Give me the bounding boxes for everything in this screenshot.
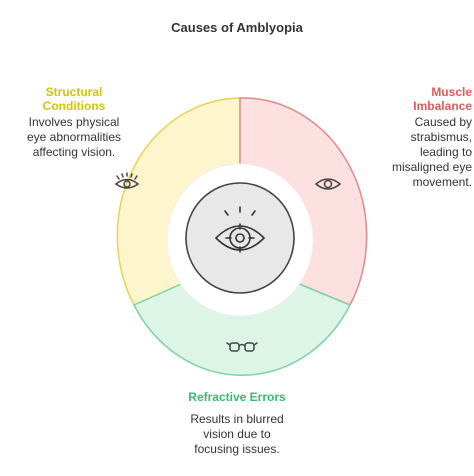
muscle-desc-line: leading to <box>419 145 472 159</box>
diagram-title: Causes of Amblyopia <box>171 20 303 35</box>
structural-desc-line: Involves physical <box>28 115 120 129</box>
refractive-desc-line: Results in blurred <box>190 412 284 426</box>
eye-icon <box>314 178 342 190</box>
refractive-description: Results in blurred vision due to focusin… <box>150 412 324 457</box>
muscle-description: Caused by strabismus, leading to misalig… <box>352 115 472 190</box>
muscle-heading-line1: Muscle <box>431 85 472 99</box>
structural-conditions-block: Structural Conditions Involves physical … <box>6 85 142 160</box>
structural-description: Involves physical eye abnormalities affe… <box>6 115 142 160</box>
muscle-heading-line2: Imbalance <box>413 99 472 113</box>
refractive-errors-block: Refractive Errors Results in blurred vis… <box>150 390 324 457</box>
muscle-desc-line: strabismus, <box>410 130 472 144</box>
structural-heading-line1: Structural <box>45 85 103 99</box>
eye-lashes-icon <box>114 172 140 189</box>
structural-desc-line: affecting vision. <box>32 145 116 159</box>
refractive-desc-line: focusing issues. <box>194 442 280 456</box>
center-circle <box>185 182 295 294</box>
structural-heading-line2: Conditions <box>42 99 106 113</box>
glasses-icon <box>226 342 258 352</box>
refractive-desc-line: vision due to <box>203 427 271 441</box>
muscle-imbalance-block: Muscle Imbalance Caused by strabismus, l… <box>352 85 472 190</box>
muscle-desc-line: movement. <box>412 175 472 189</box>
eye-target-icon <box>214 206 266 253</box>
structural-heading: Structural Conditions <box>6 85 142 113</box>
structural-desc-line: eye abnormalities <box>26 130 122 144</box>
muscle-desc-line: Caused by <box>414 115 472 129</box>
refractive-heading: Refractive Errors <box>188 390 286 404</box>
muscle-heading: Muscle Imbalance <box>352 85 472 113</box>
muscle-desc-line: misaligned eye <box>391 160 472 174</box>
